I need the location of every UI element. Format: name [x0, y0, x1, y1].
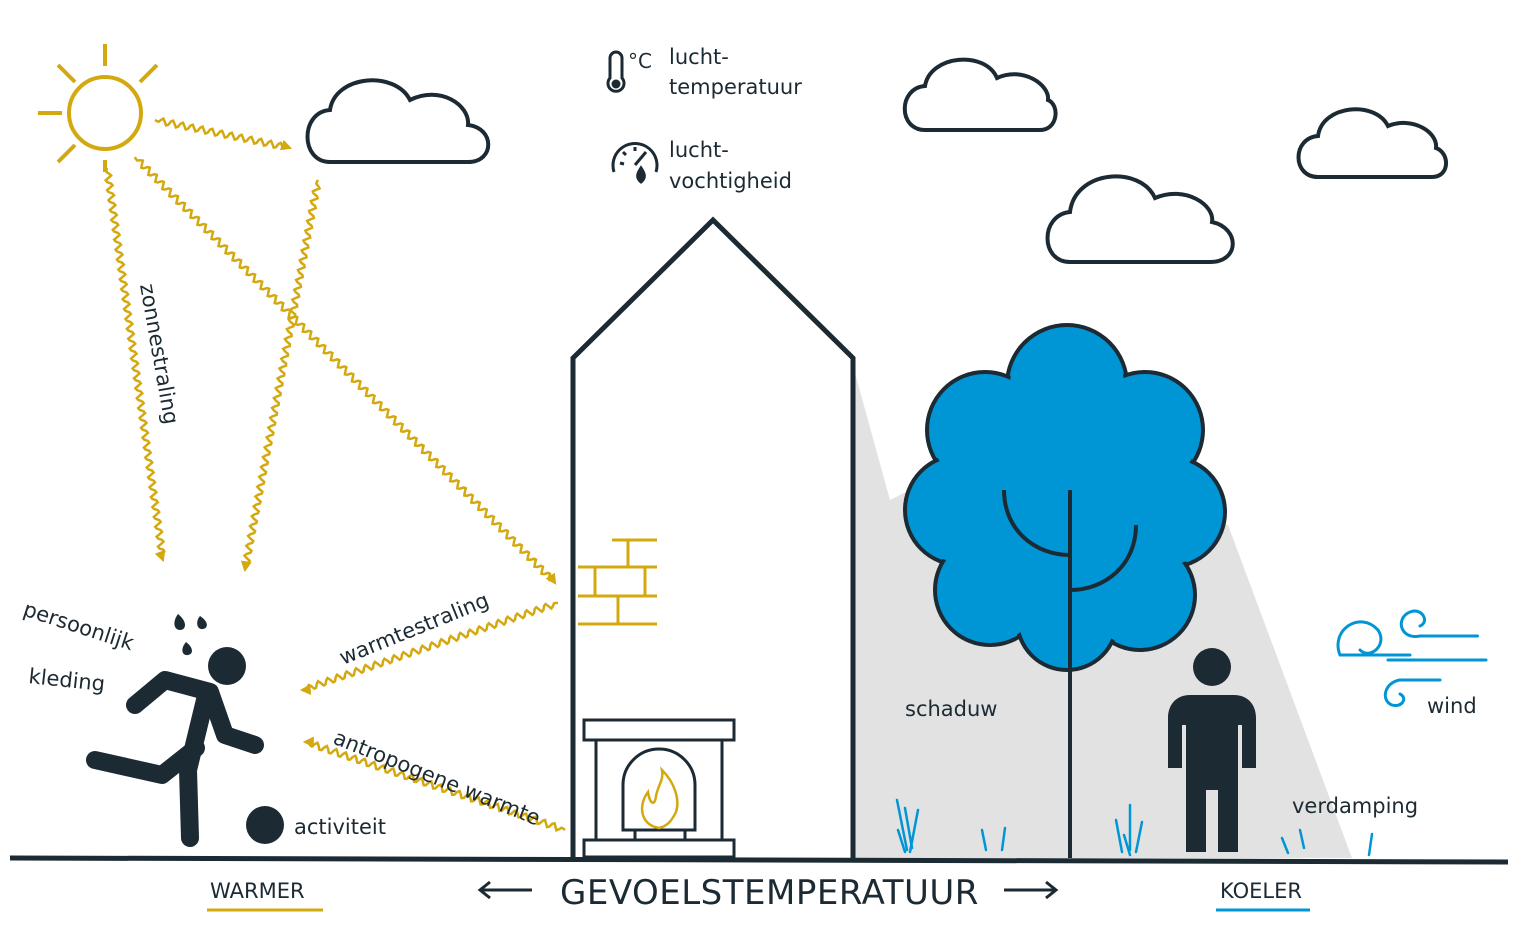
solar-radiation-arrow [103, 167, 166, 563]
anthropogenic-heat-arrow [302, 736, 566, 832]
wind-label: wind [1427, 694, 1477, 718]
clothing-label: kleding [27, 664, 106, 696]
heat-radiation-label: warmtestraling [336, 588, 492, 670]
sun-icon [38, 44, 159, 172]
air-temperature-label-1: lucht- [669, 45, 729, 69]
left-arrow-icon [477, 880, 532, 900]
humidity-label-2: vochtigheid [669, 169, 792, 193]
ground-line [9, 855, 1509, 865]
right-arrow-icon [1004, 880, 1059, 900]
cloud-icon [1045, 174, 1235, 264]
evaporation-label: verdamping [1292, 794, 1418, 818]
sun-to-cloud-arrow [154, 116, 293, 151]
standing-person-icon [1168, 648, 1256, 852]
grass-icon [895, 798, 1374, 857]
running-person-icon [86, 647, 284, 847]
activity-label: activiteit [294, 815, 386, 839]
cloud-reflection-arrow [240, 179, 322, 573]
cloud-icon [1296, 107, 1448, 179]
tree-icon [903, 323, 1227, 858]
sun-to-wall-arrow [133, 156, 557, 585]
celsius-label: °C [628, 49, 652, 73]
shade-label: schaduw [905, 697, 997, 721]
fire-icon [640, 766, 679, 830]
fireplace-icon [582, 718, 736, 859]
brick-wall-icon [578, 538, 657, 626]
wind-icon [1336, 609, 1488, 708]
feels-like-temperature-title: GEVOELSTEMPERATUUR [560, 873, 979, 913]
heat-radiation-arrow [299, 601, 559, 696]
cooler-label: KOELER [1220, 879, 1302, 903]
humidity-label-1: lucht- [669, 138, 729, 162]
cloud-icon [305, 78, 491, 164]
personal-label: persoonlijk [20, 597, 137, 655]
thermometer-icon [606, 50, 626, 93]
radiation-arrows [103, 116, 566, 832]
house-outline [570, 216, 856, 858]
air-temperature-label-2: temperatuur [669, 75, 802, 99]
warmer-label: WARMER [210, 879, 305, 903]
cloud-icon [902, 57, 1058, 132]
sweat-drops-icon [174, 614, 207, 656]
gauge-icon [611, 141, 659, 184]
